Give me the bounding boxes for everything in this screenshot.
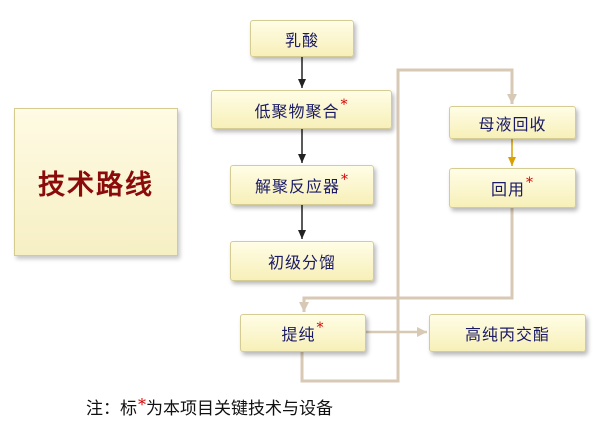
node-label: 初级分馏: [267, 253, 336, 272]
node-label: 提纯: [281, 325, 316, 344]
node-mother-liquor-recovery: 母液回收: [449, 106, 576, 139]
node-depolymerization-reactor: 解聚反应器*: [230, 165, 374, 205]
node-label: 解聚反应器: [254, 177, 340, 196]
key-marker: *: [316, 320, 325, 336]
reuse-return-line: [299, 208, 514, 312]
key-marker: *: [340, 96, 349, 113]
node-label: 高纯丙交酯: [464, 325, 550, 344]
node-lactic-acid: 乳酸: [250, 20, 354, 57]
key-marker: *: [341, 172, 349, 188]
footnote-suffix: 为本项目关键技术与设备: [146, 399, 333, 419]
node-label: 回用: [490, 180, 525, 199]
recycle-loop-line: [300, 68, 517, 383]
footnote-prefix: 注：标: [86, 399, 137, 419]
node-reuse: 回用*: [449, 168, 576, 208]
node-purification: 提纯*: [240, 314, 366, 352]
node-oligomerization: 低聚物聚合*: [211, 90, 392, 129]
node-high-purity-lactide: 高纯丙交酯: [429, 314, 586, 352]
title-box: 技术路线: [14, 108, 178, 256]
footnote-marker: *: [138, 395, 146, 414]
node-label: 母液回收: [478, 114, 547, 134]
node-label: 乳酸: [284, 30, 319, 50]
key-marker: *: [526, 175, 534, 191]
footnote: 注：标*为本项目关键技术与设备: [86, 394, 333, 419]
diagram-title: 技术路线: [38, 169, 154, 201]
node-label: 低聚物聚合: [254, 101, 340, 121]
node-primary-distillation: 初级分馏: [230, 241, 374, 281]
